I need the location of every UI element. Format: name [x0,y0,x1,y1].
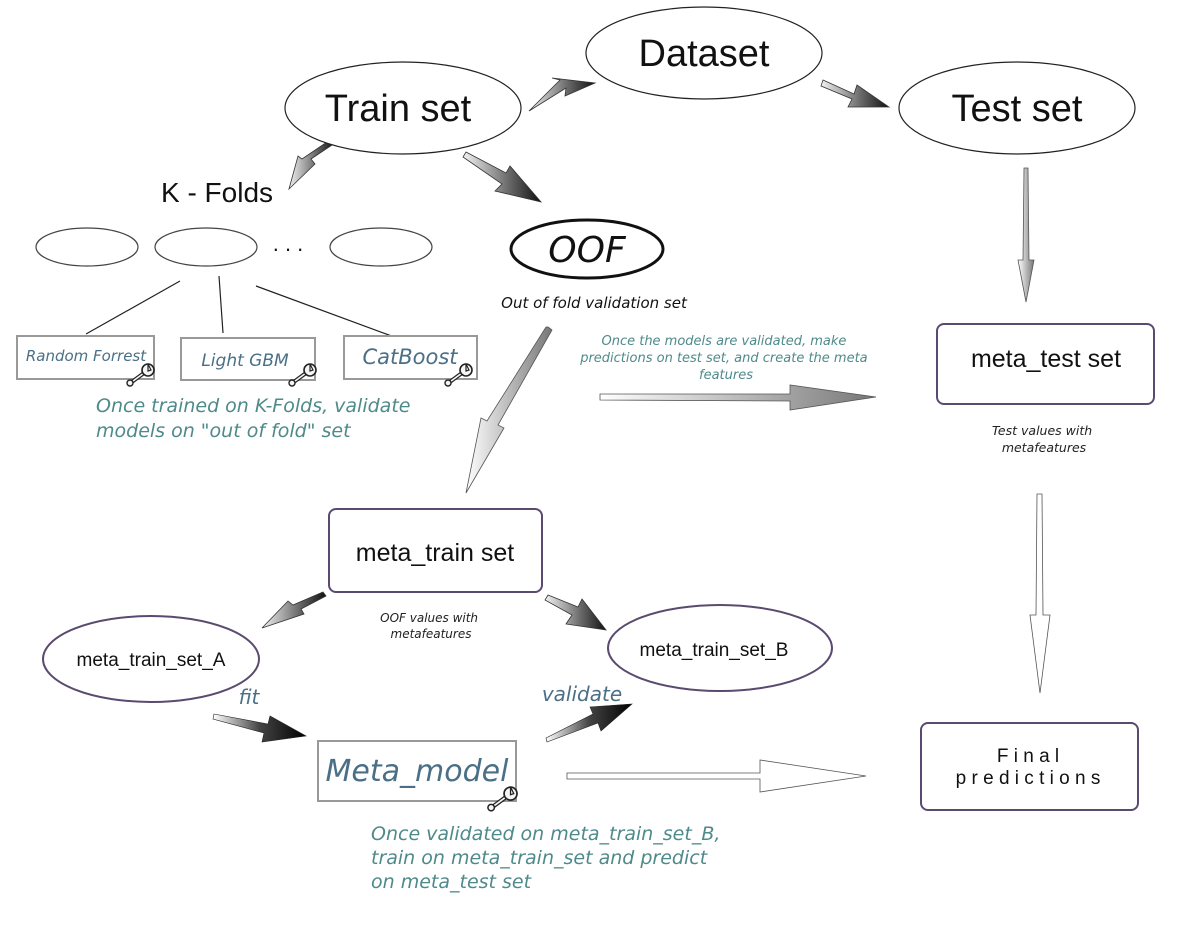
model-light-gbm-label: Light GBM [201,351,289,371]
note-final-line-2: train on meta_train_set and predict [371,847,709,869]
node-train-set: Train set [284,61,522,155]
node-oof: OOF [509,218,665,280]
node-meta-test-set-label: meta_test set [971,345,1121,373]
note-final-line-3: on meta_test set [371,871,533,893]
node-meta-model: Meta_model [317,740,517,811]
node-meta-train-set-a: meta_train_set_A [42,615,260,703]
fold-1 [35,227,139,267]
label-validate: validate [542,682,622,706]
arrow-metatest-to-final [1029,493,1051,694]
node-test-set-label: Test set [952,88,1083,130]
node-meta-model-label: Meta_model [326,754,510,789]
node-test-set: Test set [898,61,1136,155]
note-oof-values-line-1: OOF values with [380,611,478,625]
arrow-metatrain-to-b [544,594,607,631]
model-random-forest-label: Random Forrest [26,347,147,365]
node-meta-train-set-label: meta_train set [356,539,514,567]
arrow-dataset-to-test [820,79,891,108]
note-trained: Once trained on K-Folds, validate models… [96,395,417,442]
arrow-validate [545,703,633,743]
node-final-predictions-line-2: p r e d i c t i o n s [956,768,1101,789]
fold-2 [154,227,258,267]
note-test-values-line-2: metafeatures [1002,440,1087,455]
node-meta-train-set-a-label: meta_train_set_A [77,650,226,671]
note-final: Once validated on meta_train_set_B, trai… [371,823,726,893]
fold-ellipses: . . . [35,227,433,267]
node-oof-label: OOF [548,230,627,271]
model-catboost-label: CatBoost [362,345,458,369]
note-trained-line-1: Once trained on K-Folds, validate [96,395,410,417]
node-meta-test-set: meta_test set [936,323,1155,405]
node-train-set-label: Train set [325,88,472,130]
note-oof-values-line-2: metafeatures [391,627,472,641]
arrow-dataset-to-train [528,77,597,112]
note-test-values: Test values with metafeatures [992,423,1096,455]
arrow-test-to-metatest [1017,167,1035,303]
note-final-line-1: Once validated on meta_train_set_B, [371,823,720,845]
note-validated-line-3: features [699,368,753,383]
model-light-gbm: Light GBM [180,337,318,388]
note-validated-line-1: Once the models are validated, make [601,334,846,349]
arrow-to-metatest [599,384,877,411]
arrow-model-to-final [566,759,867,793]
fold-n [329,227,433,267]
arrow-train-to-kfolds [288,139,336,191]
arrow-fit [212,713,307,743]
fold-dots: . . . [273,231,304,256]
node-dataset-label: Dataset [639,33,770,75]
arrow-train-to-oof [462,151,543,203]
arrow-metatrain-to-a [261,591,327,629]
k-folds-label: K - Folds [161,177,273,208]
note-validated-line-2: predictions on test set, and create the … [579,351,867,366]
node-final-predictions-line-1: F i n a l [997,746,1059,767]
model-catboost: CatBoost [343,335,478,388]
note-validated: Once the models are validated, make pred… [579,334,872,383]
node-final-predictions: F i n a l p r e d i c t i o n s [920,722,1139,811]
oof-caption: Out of fold validation set [501,294,688,312]
arrow-oof-to-metatrain [465,326,553,494]
fold-connectors [85,275,398,339]
node-dataset: Dataset [585,6,823,100]
note-oof-values: OOF values with metafeatures [380,611,482,641]
label-fit: fit [239,685,261,709]
note-trained-line-2: models on "out of fold" set [96,420,352,442]
model-random-forest: Random Forrest [16,335,156,388]
node-meta-train-set: meta_train set [328,508,543,593]
node-meta-train-set-b-label: meta_train_set_B [640,640,789,661]
note-test-values-line-1: Test values with [992,423,1092,438]
node-meta-train-set-b: meta_train_set_B [607,604,833,692]
